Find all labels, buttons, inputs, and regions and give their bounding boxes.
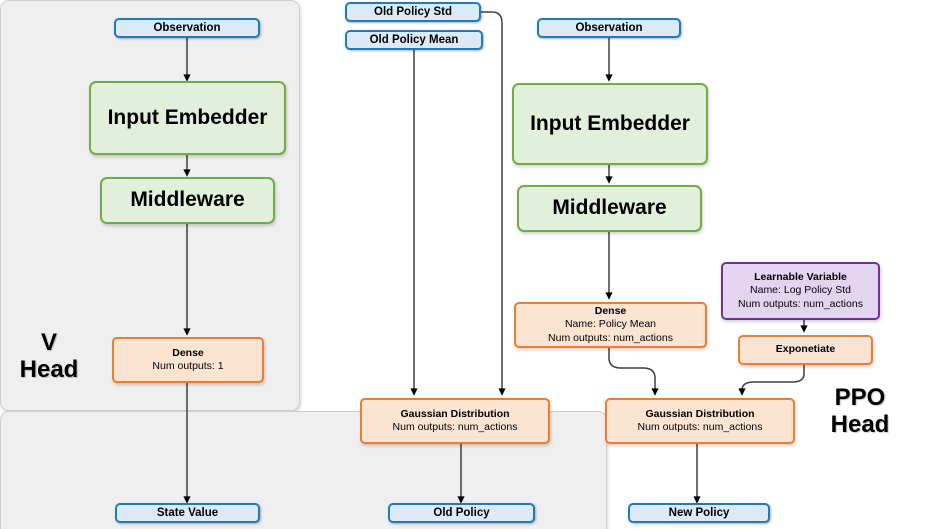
input-old-policy-mean-label: Old Policy Mean — [369, 33, 459, 46]
output-state-value[interactable]: State Value — [115, 503, 260, 523]
ppo-head-label: PPO Head — [812, 384, 908, 439]
input-observation-v[interactable]: Observation — [114, 18, 260, 38]
input-old-policy-std-label: Old Policy Std — [374, 5, 452, 18]
v-head-dense[interactable]: Dense Num outputs: 1 — [112, 337, 264, 383]
learnable-variable-num-outputs: Num outputs: num_actions — [738, 297, 863, 310]
gaussian-new-num-outputs: Num outputs: num_actions — [637, 421, 763, 433]
ppo-head-gaussian-distribution-new[interactable]: Gaussian Distribution Num outputs: num_a… — [605, 398, 795, 444]
ppo-head-label-line1: PPO — [834, 384, 886, 411]
ppo-head-learnable-variable[interactable]: Learnable Variable Name: Log Policy Std … — [721, 262, 880, 320]
output-old-policy-label: Old Policy — [433, 506, 490, 519]
input-observation-v-label: Observation — [153, 21, 221, 34]
v-head-input-embedder[interactable]: Input Embedder — [89, 81, 286, 155]
ppo-head-label-line2: Head — [830, 410, 890, 438]
input-old-policy-std[interactable]: Old Policy Std — [345, 2, 481, 22]
v-head-dense-num-outputs: Num outputs: 1 — [152, 360, 224, 372]
edge-exponetiate-to-gaussian-new — [738, 365, 805, 396]
v-head-middleware-label: Middleware — [130, 188, 245, 212]
input-old-policy-mean[interactable]: Old Policy Mean — [345, 30, 483, 50]
ppo-head-input-embedder-label: Input Embedder — [530, 111, 690, 135]
output-new-policy[interactable]: New Policy — [628, 503, 770, 523]
input-observation-ppo[interactable]: Observation — [537, 18, 681, 38]
edge-old-policy-std-to-gaussian-old — [481, 11, 506, 396]
gaussian-old-title: Gaussian Distribution — [400, 407, 510, 420]
ppo-head-exponetiate[interactable]: Exponetiate — [738, 335, 873, 365]
v-head-label-line1: V — [40, 329, 57, 356]
exponetiate-label: Exponetiate — [775, 343, 836, 356]
ppo-head-dense-title: Dense — [594, 304, 627, 317]
gaussian-old-num-outputs: Num outputs: num_actions — [392, 421, 518, 433]
gaussian-new-title: Gaussian Distribution — [645, 407, 755, 420]
v-head-input-embedder-label: Input Embedder — [107, 105, 268, 129]
learnable-variable-title: Learnable Variable — [754, 270, 847, 283]
learnable-variable-name: Name: Log Policy Std — [750, 284, 851, 297]
ppo-head-input-embedder[interactable]: Input Embedder — [512, 83, 708, 165]
input-observation-ppo-label: Observation — [575, 21, 643, 34]
edge-dense-to-gaussian-new — [608, 348, 659, 396]
v-head-dense-title: Dense — [172, 346, 204, 359]
output-new-policy-label: New Policy — [668, 506, 730, 519]
v-head-label-line2: Head — [19, 355, 79, 383]
v-head-label: V Head — [10, 329, 88, 384]
ppo-head-dense-name: Name: Policy Mean — [564, 318, 657, 331]
ppo-head-middleware[interactable]: Middleware — [517, 185, 702, 232]
output-state-value-label: State Value — [156, 506, 219, 519]
ppo-head-dense-policy-mean[interactable]: Dense Name: Policy Mean Num outputs: num… — [514, 302, 707, 348]
ppo-head-gaussian-distribution-old[interactable]: Gaussian Distribution Num outputs: num_a… — [360, 398, 550, 444]
ppo-head-dense-num-outputs: Num outputs: num_actions — [548, 331, 673, 344]
output-old-policy[interactable]: Old Policy — [388, 503, 535, 523]
v-head-middleware[interactable]: Middleware — [100, 177, 275, 224]
ppo-head-middleware-label: Middleware — [552, 196, 667, 220]
